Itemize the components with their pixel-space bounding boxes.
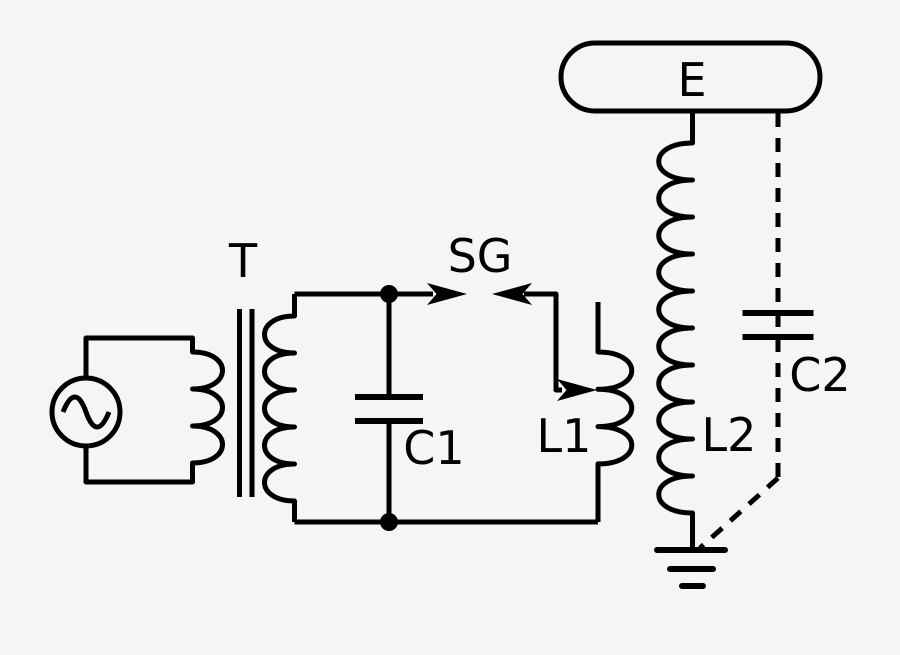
transformer-secondary-winding — [262, 294, 297, 522]
ac-source — [49, 335, 225, 485]
c2-label: C2 — [789, 348, 850, 402]
transformer-label: T — [228, 234, 258, 288]
ac-source-circle — [49, 375, 123, 449]
primary-coil: L1 — [537, 302, 635, 522]
primary-capacitor: C1 — [355, 294, 465, 522]
c2-plates-icon — [742, 310, 814, 340]
tank-circuit-wires — [294, 285, 598, 531]
l2-winding — [656, 111, 695, 550]
ground-icon — [654, 547, 728, 589]
spark-gap: SG — [427, 229, 562, 393]
l1-tap-arrow-icon — [557, 379, 597, 401]
spark-gap-right-lead — [524, 291, 562, 393]
c2-dashed-lead-diagonal — [698, 476, 780, 550]
stray-capacitance: C2 — [698, 113, 851, 550]
c1-label: C1 — [403, 421, 464, 475]
ground-symbol — [654, 547, 728, 589]
l1-label: L1 — [537, 409, 592, 463]
source-loop-wire — [83, 335, 225, 485]
electrode-terminal — [558, 40, 823, 114]
transformer-core-icon — [237, 309, 255, 497]
supply-transformer: T — [228, 234, 297, 522]
l2-label: L2 — [702, 408, 757, 462]
secondary-coil: L2 — [656, 111, 757, 550]
spark-gap-label: SG — [448, 229, 513, 283]
top-electrode: E — [558, 40, 823, 114]
electrode-label: E — [677, 53, 706, 107]
sine-wave-icon — [60, 394, 112, 430]
c1-plates-icon — [355, 394, 423, 424]
spark-gap-right-arrow-icon — [492, 283, 532, 305]
spark-gap-left-arrow-icon — [427, 283, 467, 305]
l1-winding — [595, 302, 635, 522]
